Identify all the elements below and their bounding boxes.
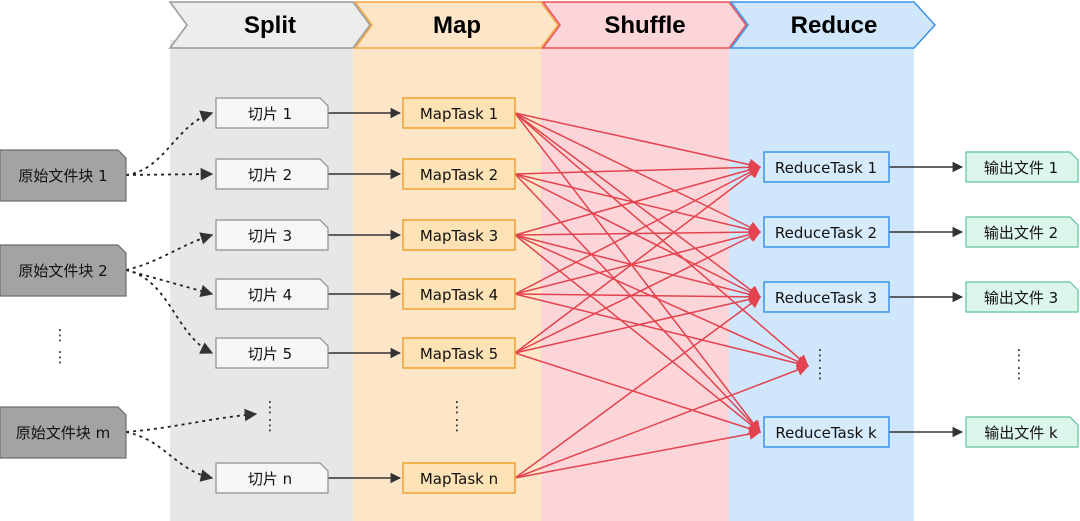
output-file-1: 输出文件 1 (965, 151, 1079, 183)
split-to-map-arrows (328, 107, 402, 484)
reduce-ellipsis: ⋮ (813, 364, 828, 382)
output-file-label: 输出文件 2 (984, 224, 1058, 242)
file-block-label: 原始文件块 2 (18, 262, 107, 280)
split-ellipsis: ⋮ (263, 416, 278, 434)
split-label: 切片 1 (248, 105, 292, 123)
output-file-label: 输出文件 3 (984, 289, 1058, 307)
output-file-label: 输出文件 k (984, 424, 1058, 442)
split-3: 切片 3 (215, 219, 329, 251)
map-task-4: MapTask 4 (402, 278, 516, 310)
split-label: 切片 3 (248, 227, 292, 245)
split-ellipsis: ⋮ (263, 398, 278, 416)
reduce-ellipsis: ⋮ (813, 346, 828, 364)
reduce-to-output-arrows (889, 161, 964, 438)
split-1: 切片 1 (215, 97, 329, 129)
map-task-2: MapTask 2 (402, 158, 516, 190)
stage-header-map: Map (353, 1, 559, 49)
stage-label-map: Map (433, 12, 481, 39)
stage-label-shuffle: Shuffle (604, 12, 685, 39)
split-label: 切片 4 (248, 286, 292, 304)
reduce-task-3: ReduceTask 3 (763, 281, 890, 313)
block-ellipsis: ⋮ (53, 326, 68, 344)
map-task-label: MapTask 5 (420, 345, 498, 363)
output-file-k: 输出文件 k (965, 416, 1079, 448)
output-ellipsis: ⋮ (1012, 346, 1027, 364)
file-block-m: 原始文件块 m (0, 406, 127, 459)
split-n: 切片 n (215, 462, 329, 494)
map-task-5: MapTask 5 (402, 337, 516, 369)
map-task-label: MapTask 1 (420, 105, 498, 123)
split-2: 切片 2 (215, 158, 329, 190)
map-ellipsis: ⋮ (450, 398, 465, 416)
map-task-label: MapTask n (420, 470, 498, 488)
split-label: 切片 n (248, 470, 292, 488)
map-task-1: MapTask 1 (402, 97, 516, 129)
reduce-task-1: ReduceTask 1 (763, 151, 890, 183)
output-ellipsis: ⋮ (1012, 364, 1027, 382)
map-task-n: MapTask n (402, 462, 516, 494)
stage-label-split: Split (244, 12, 296, 39)
file-block-2: 原始文件块 2 (0, 244, 127, 297)
stage-header-shuffle: Shuffle (541, 1, 747, 49)
output-file-2: 输出文件 2 (965, 216, 1079, 248)
stage-label-reduce: Reduce (791, 12, 878, 39)
file-block-label: 原始文件块 m (16, 424, 110, 442)
block-to-split-arrows (125, 110, 258, 482)
reduce-task-label: ReduceTask 3 (775, 289, 877, 307)
block-ellipsis: ⋮ (53, 348, 68, 366)
map-task-label: MapTask 2 (420, 166, 498, 184)
reduce-task-label: ReduceTask k (775, 424, 877, 442)
stage-header-reduce: Reduce (729, 1, 937, 49)
map-task-label: MapTask 3 (420, 227, 498, 245)
split-label: 切片 2 (248, 166, 292, 184)
reduce-task-k: ReduceTask k (763, 416, 890, 448)
reduce-task-label: ReduceTask 1 (775, 159, 877, 177)
reduce-task-label: ReduceTask 2 (775, 224, 877, 242)
file-block-label: 原始文件块 1 (18, 167, 107, 185)
split-4: 切片 4 (215, 278, 329, 310)
map-ellipsis: ⋮ (450, 416, 465, 434)
output-file-label: 输出文件 1 (984, 159, 1058, 177)
map-task-label: MapTask 4 (420, 286, 498, 304)
output-file-3: 输出文件 3 (965, 281, 1079, 313)
file-block-1: 原始文件块 1 (0, 149, 127, 202)
split-label: 切片 5 (248, 345, 292, 363)
shuffle-arrows (514, 112, 810, 479)
stage-header-split: Split (168, 1, 371, 49)
reduce-task-2: ReduceTask 2 (763, 216, 890, 248)
split-5: 切片 5 (215, 337, 329, 369)
map-task-3: MapTask 3 (402, 219, 516, 251)
